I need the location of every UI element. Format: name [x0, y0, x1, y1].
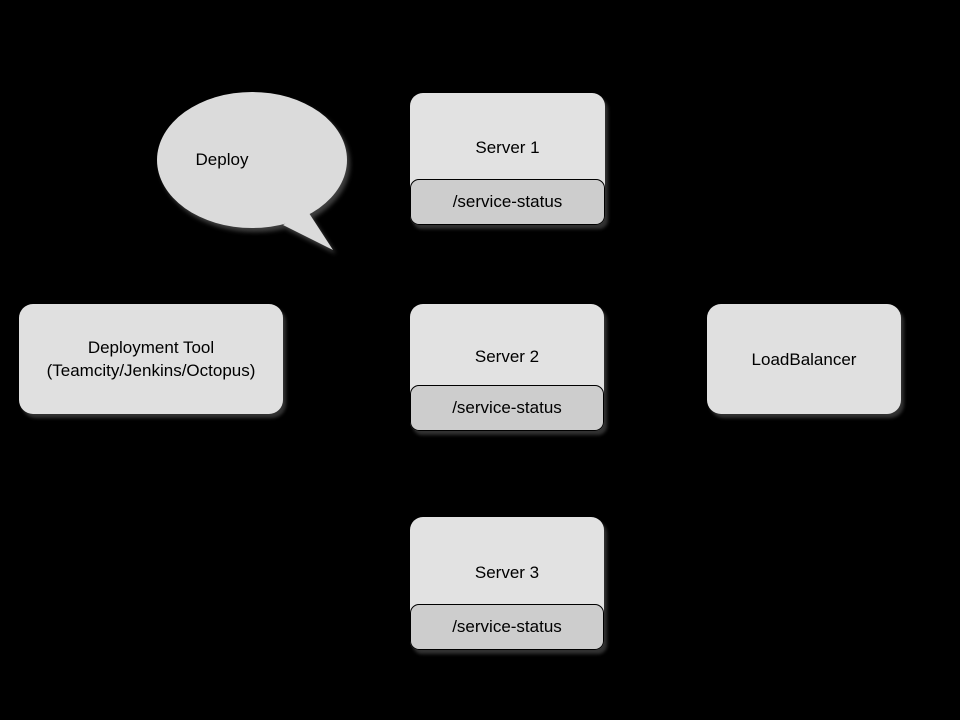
server-1-endpoint-badge: /service-status — [410, 179, 605, 225]
load-balancer-node: LoadBalancer — [707, 304, 901, 414]
speech-bubble-tail — [283, 210, 333, 250]
server-3-endpoint-badge: /service-status — [410, 604, 604, 650]
server-node-2: Server 2 /service-status — [410, 304, 604, 431]
server-2-label: Server 2 — [474, 346, 540, 366]
server-node-3: Server 3 /service-status — [410, 517, 604, 650]
server-3-endpoint-label: /service-status — [452, 617, 562, 636]
deployment-tool-label-line1: Deployment Tool — [87, 338, 215, 357]
deployment-tool-node: Deployment Tool (Teamcity/Jenkins/Octopu… — [19, 304, 283, 414]
server-1-endpoint-label: /service-status — [452, 192, 563, 211]
server-2-endpoint-badge: /service-status — [410, 385, 604, 431]
load-balancer-label: LoadBalancer — [751, 349, 857, 369]
deploy-label: Deploy — [195, 150, 249, 169]
server-1-label: Server 1 — [475, 138, 540, 157]
speech-bubble-shape — [157, 92, 347, 250]
deployment-tool-label-line2: (Teamcity/Jenkins/Octopus) — [46, 361, 256, 380]
speech-bubble-body — [157, 92, 347, 228]
server-3-label: Server 3 — [474, 562, 540, 582]
server-node-1: Server 1 /service-status — [410, 93, 605, 225]
server-2-endpoint-label: /service-status — [452, 398, 562, 417]
deploy-callout: Deploy — [155, 88, 355, 258]
